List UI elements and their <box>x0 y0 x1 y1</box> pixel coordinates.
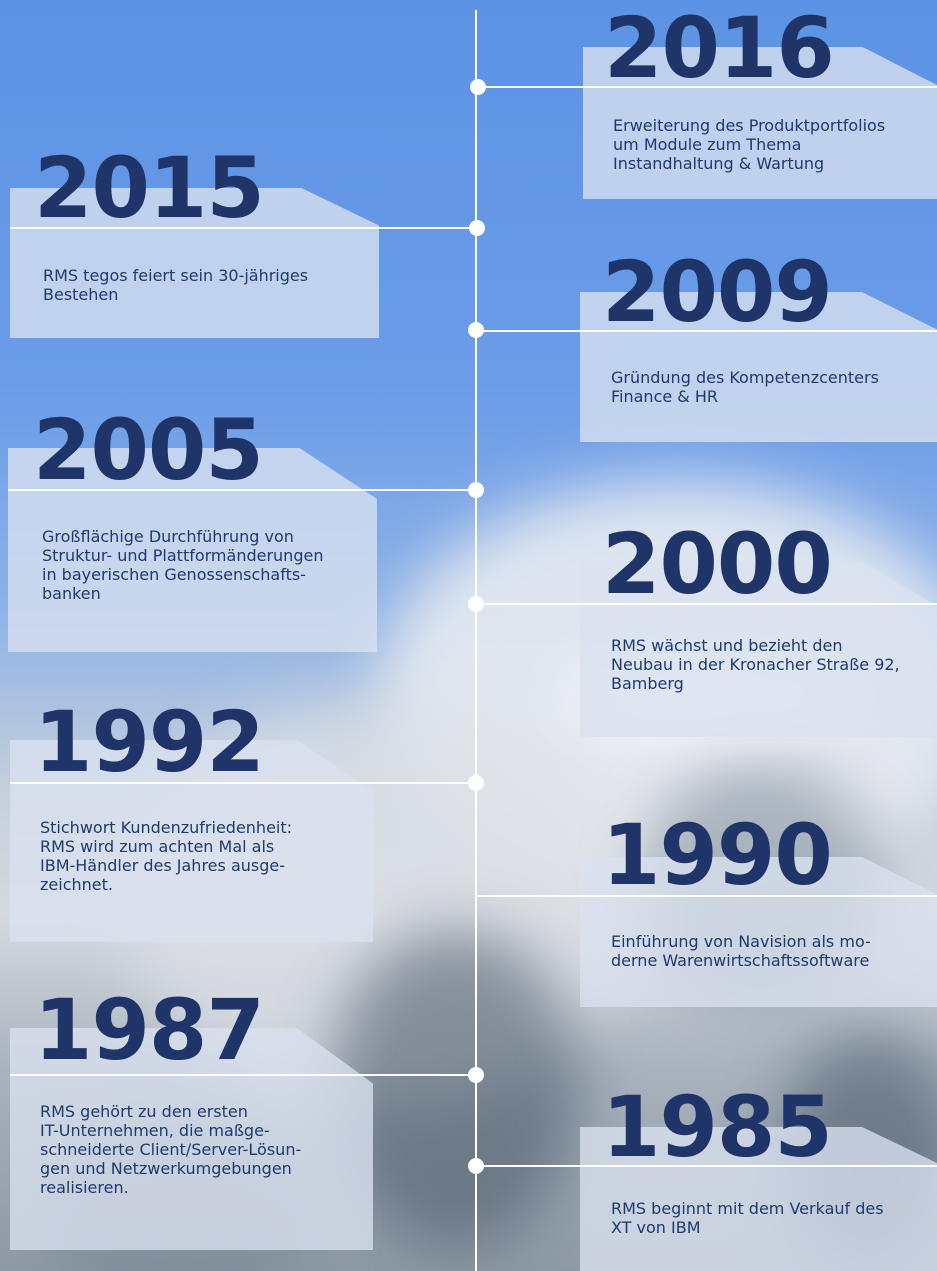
timeline-dot <box>469 220 485 236</box>
connector-line <box>10 1074 477 1076</box>
timeline-dot <box>468 482 484 498</box>
year-label: 2016 <box>604 0 835 97</box>
timeline-dot <box>470 79 486 95</box>
connector-line <box>477 895 937 897</box>
entry-card <box>580 562 937 737</box>
timeline-dot <box>468 1158 484 1174</box>
entry-card <box>8 448 377 652</box>
year-label: 2005 <box>33 401 264 499</box>
entry-description: Stichwort Kundenzufriedenheit: RMS wird … <box>40 818 293 894</box>
entry-card <box>10 740 373 942</box>
entry-card <box>580 292 937 442</box>
timeline-dot <box>468 596 484 612</box>
entry-card <box>583 47 937 199</box>
timeline-axis <box>475 10 477 1271</box>
timeline-dot <box>468 322 484 338</box>
year-label: 1990 <box>602 806 833 904</box>
entry-description: Erweiterung des Produktportfolios um Mod… <box>613 116 886 173</box>
connector-line <box>8 489 477 491</box>
entry-card <box>580 857 937 1007</box>
year-label: 2015 <box>34 139 265 237</box>
entry-description: RMS gehört zu den ersten IT-Unternehmen,… <box>40 1102 302 1197</box>
entry-description: RMS beginnt mit dem Verkauf des XT von I… <box>611 1199 884 1237</box>
year-label: 1992 <box>34 693 265 791</box>
timeline-dot <box>468 775 484 791</box>
entry-description: Großflächige Durchführung von Struktur- … <box>42 527 324 603</box>
entry-card <box>580 1127 937 1271</box>
year-label: 1985 <box>602 1078 833 1176</box>
year-label: 1987 <box>34 981 265 1079</box>
timeline-dot <box>468 1067 484 1083</box>
connector-line <box>477 1165 937 1167</box>
year-label: 2009 <box>602 243 833 341</box>
entry-description: Gründung des Kompetenzcenters Finance & … <box>611 368 879 406</box>
entry-card <box>10 1028 373 1250</box>
connector-line <box>10 782 477 784</box>
entry-description: RMS tegos feiert sein 30-jähriges Besteh… <box>43 266 309 304</box>
connector-line <box>10 227 477 229</box>
connector-line <box>477 330 937 332</box>
year-label: 2000 <box>602 515 833 613</box>
entry-description: RMS wächst und bezieht den Neubau in der… <box>611 636 900 693</box>
entry-card <box>10 188 379 338</box>
connector-line <box>477 603 937 605</box>
entry-description: Einführung von Navision als mo- derne Wa… <box>611 932 871 970</box>
connector-line <box>477 86 937 88</box>
